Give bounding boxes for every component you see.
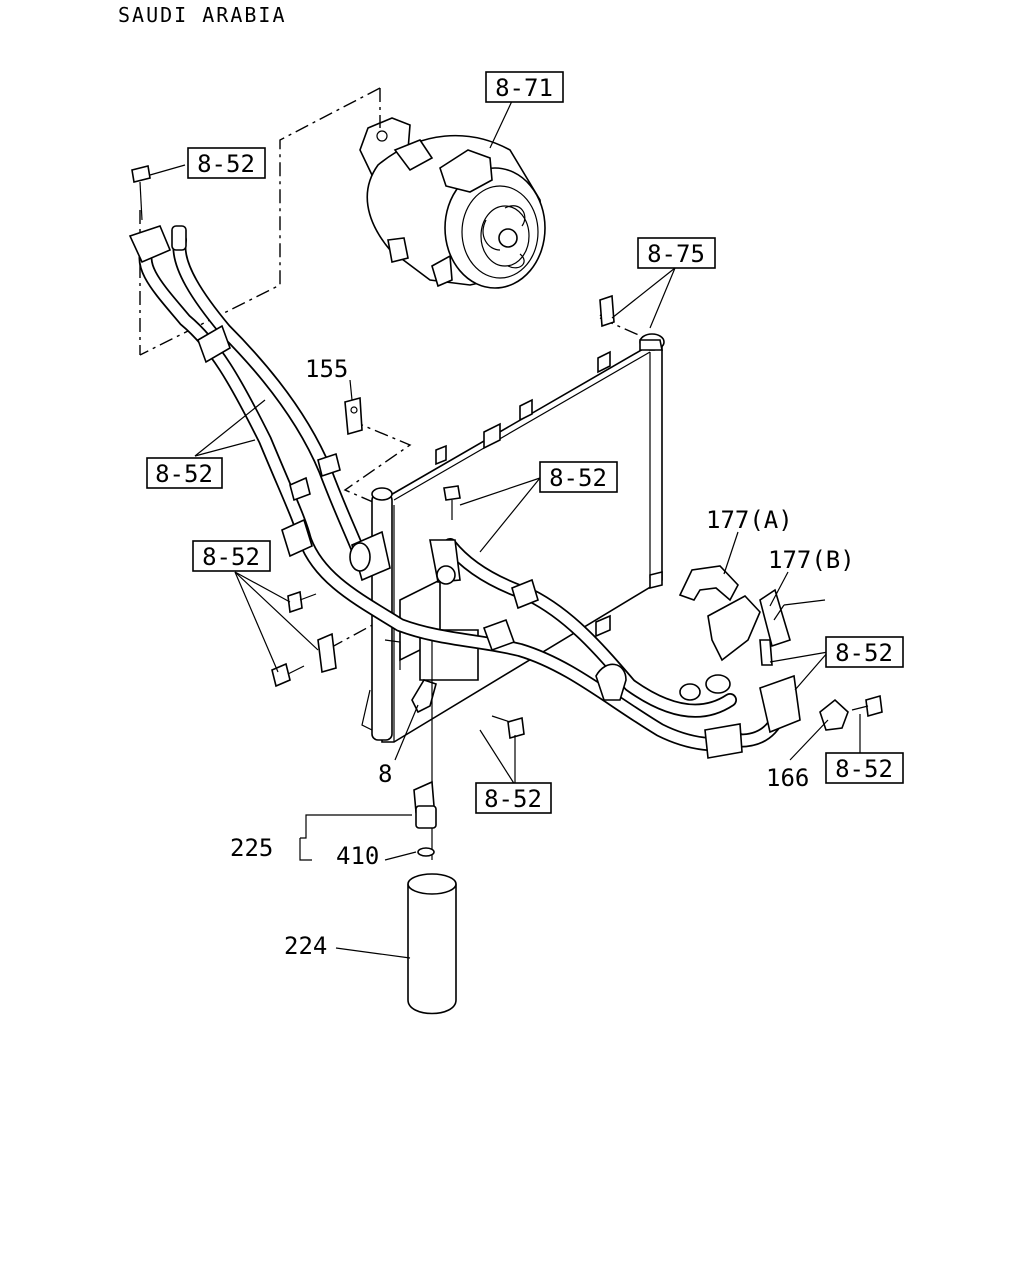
leader-lines (149, 100, 861, 959)
receiver-drier-assembly (407, 640, 457, 1015)
compressor (359, 117, 546, 289)
svg-text:8-52: 8-52 (155, 460, 213, 488)
ref-right-lower: 8-52 (825, 752, 904, 784)
callout-177b: 177(B) (768, 546, 855, 574)
svg-text:8-52: 8-52 (549, 464, 607, 492)
ref-bottom-center: 8-52 (475, 782, 552, 814)
ref-right-upper: 8-52 (825, 636, 904, 668)
svg-text:8-52: 8-52 (484, 785, 542, 813)
callout-225: 225 (230, 834, 273, 862)
hose-fittings (128, 225, 801, 759)
callout-410: 410 (336, 842, 379, 870)
clamp-166 (819, 698, 849, 731)
callout-155: 155 (305, 355, 348, 383)
callout-166: 166 (766, 764, 809, 792)
svg-text:8-75: 8-75 (647, 240, 705, 268)
svg-text:8-71: 8-71 (495, 74, 553, 102)
bolts (131, 165, 883, 740)
callout-177a: 177(A) (706, 506, 793, 534)
svg-text:8-52: 8-52 (197, 150, 255, 178)
svg-text:8-52: 8-52 (835, 639, 893, 667)
hose-lines (138, 233, 792, 752)
ref-condenser-bracket: 8-75 (637, 237, 716, 269)
bracket-155 (344, 396, 363, 436)
ref-top-bolt: 8-52 (187, 147, 266, 179)
callout-8: 8 (378, 760, 392, 788)
ref-compressor: 8-71 (485, 71, 564, 103)
condenser-bracket (599, 294, 615, 328)
svg-text:8-52: 8-52 (202, 543, 260, 571)
region-title: SAUDI ARABIA (118, 3, 287, 27)
svg-text:8-52: 8-52 (835, 755, 893, 783)
ref-hoses-left: 8-52 (146, 457, 223, 489)
ref-left-bolts: 8-52 (192, 540, 271, 572)
callout-224: 224 (284, 932, 327, 960)
clip-177a (678, 565, 739, 602)
ref-hose-upper-mid: 8-52 (539, 461, 618, 493)
pressure-switch (411, 679, 437, 714)
clip-177b (707, 588, 791, 662)
